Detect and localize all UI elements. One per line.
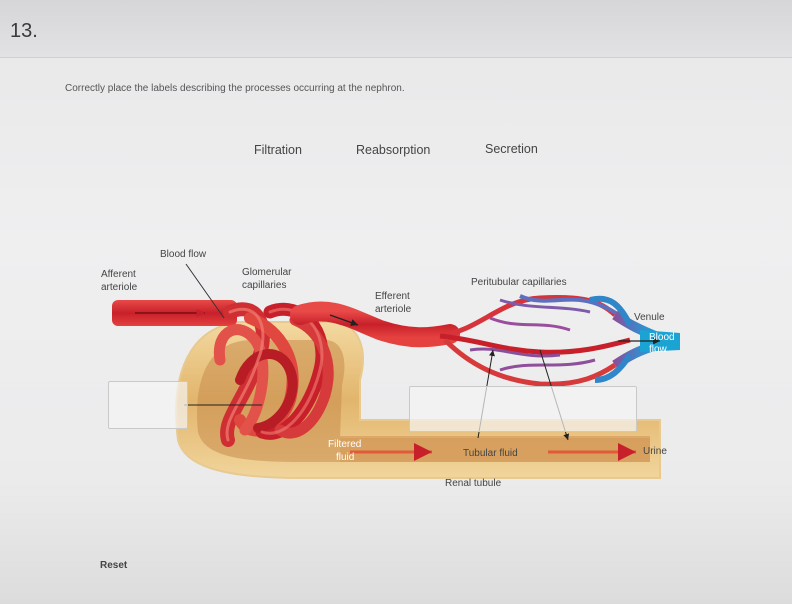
filtered-fluid-1: Filtered xyxy=(328,439,361,450)
afferent-label-1: Afferent xyxy=(101,269,136,280)
label-filtration[interactable]: Filtration xyxy=(254,143,302,157)
efferent-label-1: Efferent xyxy=(375,291,410,302)
drop-zone-filtration[interactable] xyxy=(108,381,188,429)
efferent-label-2: arteriole xyxy=(375,304,412,315)
blood-flow-label: Blood flow xyxy=(160,249,207,260)
glomerular-label-1: Glomerular xyxy=(242,267,292,278)
efferent-arteriole-vessel xyxy=(290,301,460,348)
blood-flow-right-2: flow xyxy=(649,344,668,355)
reset-button[interactable]: Reset xyxy=(100,560,128,571)
afferent-label-2: arteriole xyxy=(101,282,138,293)
peritubular-label: Peritubular capillaries xyxy=(471,277,567,288)
top-bar xyxy=(0,0,792,58)
blood-flow-right-1: Blood xyxy=(649,332,675,343)
drop-zone-tubule[interactable] xyxy=(409,386,637,432)
glomerular-label-2: capillaries xyxy=(242,280,286,291)
tubular-fluid-label: Tubular fluid xyxy=(463,448,518,459)
peritubular-capillaries xyxy=(439,294,662,387)
question-prompt: Correctly place the labels describing th… xyxy=(65,83,405,94)
label-secretion[interactable]: Secretion xyxy=(485,142,538,156)
urine-label: Urine xyxy=(643,446,667,457)
venule-label: Venule xyxy=(634,312,665,323)
label-reabsorption[interactable]: Reabsorption xyxy=(356,143,431,157)
question-number: 13. xyxy=(10,20,38,42)
renal-tubule-label: Renal tubule xyxy=(445,478,502,489)
filtered-fluid-2: fluid xyxy=(336,452,354,463)
